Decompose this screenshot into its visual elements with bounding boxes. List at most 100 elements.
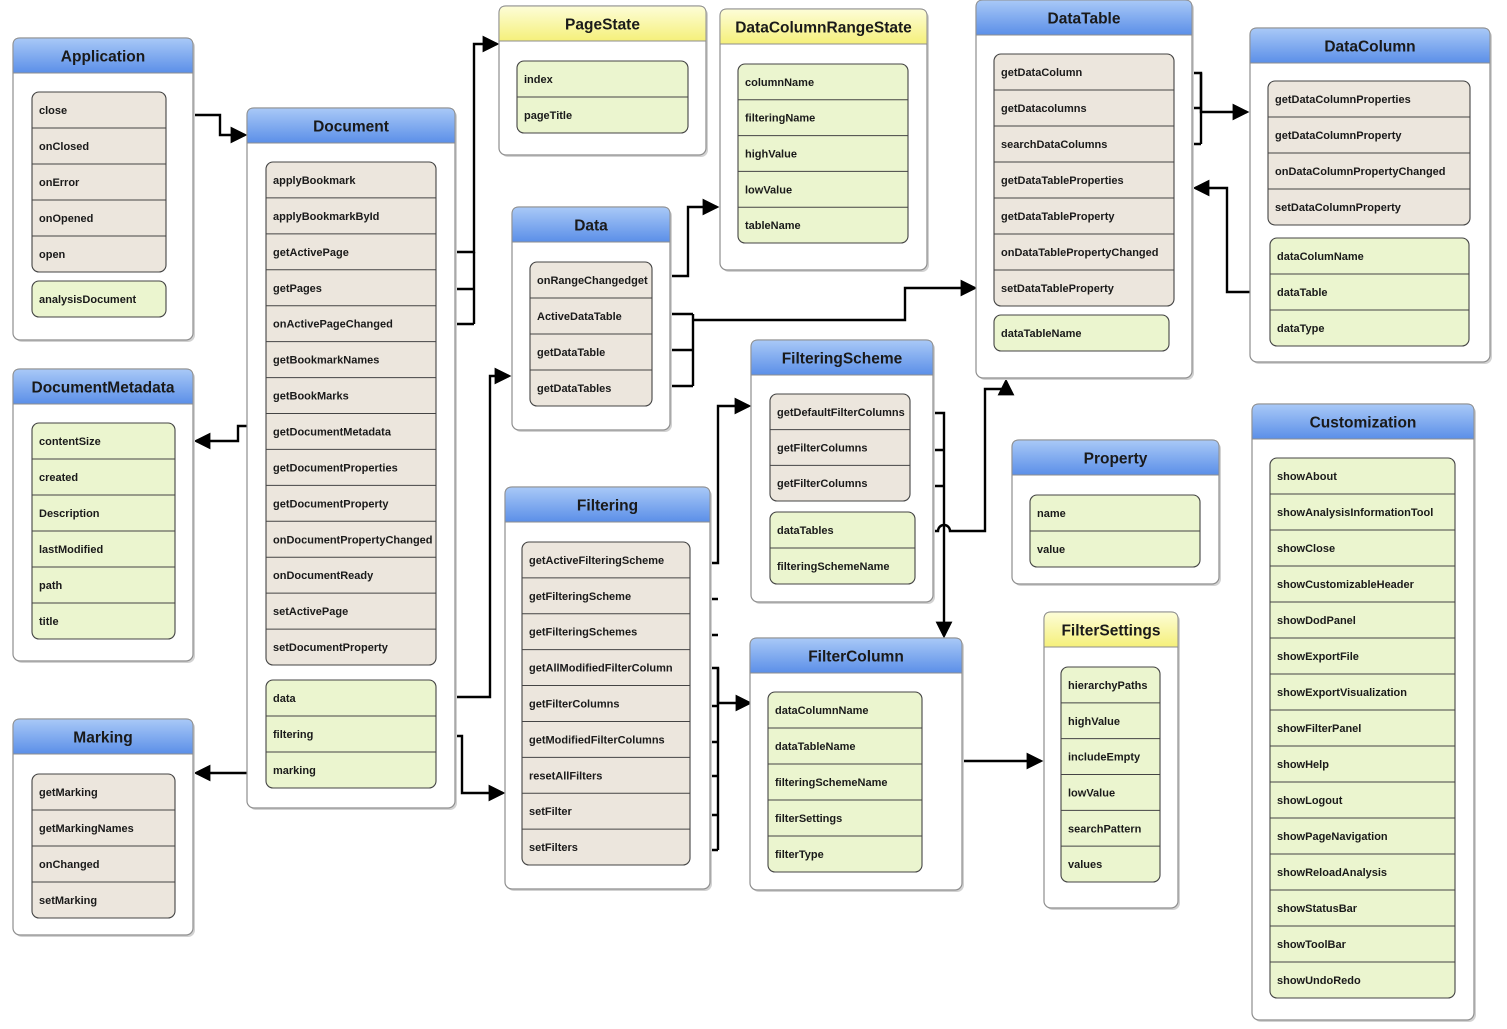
customization-title: Customization [1310, 415, 1417, 432]
customization-property-item: showStatusBar [1277, 903, 1358, 915]
filtersettings-property-item: lowValue [1068, 787, 1115, 799]
filtercolumn-property-item: filteringSchemeName [775, 777, 887, 789]
datacolumn-method-item: getDataColumnProperties [1275, 94, 1411, 106]
documentmetadata-property-item: path [39, 580, 63, 592]
application-property-list [31, 280, 167, 318]
application-class-box: ApplicationcloseonClosedonErroronOpenedo… [12, 37, 195, 342]
filtersettings-header [1043, 611, 1179, 648]
arrow-document-to-data [437, 367, 512, 699]
document-method-item: applyBookmarkById [273, 211, 379, 223]
datacolumnrangestate-property-list [737, 63, 909, 244]
application-method-item: open [39, 249, 66, 261]
filteringscheme-method-item: getFilterColumns [777, 478, 867, 490]
data-title: Data [574, 218, 608, 235]
datacolumnrangestate-property-item: highValue [745, 149, 797, 161]
documentmetadata-title: DocumentMetadata [32, 380, 175, 397]
datatable-method-group: getDataColumngetDatacolumnssearchDataCol… [993, 53, 1175, 307]
customization-property-item: showAnalysisInformationTool [1277, 507, 1433, 519]
filtersettings-title: FilterSettings [1061, 623, 1160, 640]
datacolumnrangestate-property-item: lowValue [745, 184, 792, 196]
filteringscheme-method-list [769, 393, 911, 502]
application-property-group: analysisDocument [31, 280, 167, 318]
data-class-box: DataonRangeChangedgetActiveDataTablegetD… [511, 206, 672, 432]
customization-property-item: showExportFile [1277, 651, 1359, 663]
datatable-header [975, 0, 1193, 36]
document-method-item: getPages [273, 283, 322, 295]
datatable-method-item: getDataColumn [1001, 67, 1083, 79]
document-method-item: getDocumentProperties [273, 462, 398, 474]
datacolumn-property-item: dataColumName [1277, 251, 1364, 263]
documentmetadata-header [12, 368, 194, 405]
customization-property-item: showClose [1277, 543, 1335, 555]
property-property-item: value [1037, 544, 1065, 556]
document-title: Document [313, 119, 389, 136]
datatable-property-item: dataTableName [1001, 328, 1082, 340]
document-method-item: getBookmarkNames [273, 355, 379, 367]
customization-property-item: showReloadAnalysis [1277, 867, 1387, 879]
filtersettings-property-item: hierarchyPaths [1068, 680, 1147, 692]
datacolumnrangestate-property-item: tableName [745, 220, 801, 232]
datacolumnrangestate-property-item: columnName [745, 77, 814, 89]
application-method-item: onOpened [39, 213, 93, 225]
arrow-filteringscheme-to-datatable [915, 378, 1015, 533]
datacolumn-method-group: getDataColumnProperties getDataColumnProp… [1267, 80, 1471, 226]
document-method-item: onDocumentReady [273, 570, 374, 582]
filtering-method-item: getAllModifiedFilterColumn [529, 663, 673, 675]
datatable-title: DataTable [1048, 11, 1121, 28]
customization-class-box: CustomizationshowAboutshowAnalysisInform… [1251, 403, 1476, 1022]
document-header [246, 107, 456, 144]
document-property-item: filtering [273, 729, 313, 741]
data-method-item: ActiveDataTable [537, 311, 622, 323]
datacolumn-property-item: dataType [1277, 323, 1324, 335]
customization-property-item: showHelp [1277, 759, 1329, 771]
customization-property-item: showCustomizableHeader [1277, 579, 1415, 591]
datatable-method-item: searchDataColumns [1001, 139, 1107, 151]
pagestate-header [498, 5, 707, 42]
document-method-item: setDocumentProperty [273, 642, 389, 654]
application-title: Application [61, 49, 145, 66]
documentmetadata-property-item: title [39, 616, 59, 628]
datacolumn-property-list [1269, 237, 1470, 347]
datacolumn-method-item: getDataColumnProperty [1275, 130, 1402, 142]
documentmetadata-property-item: created [39, 472, 78, 484]
filtersettings-property-item: includeEmpty [1068, 752, 1141, 764]
datacolumn-property-item: dataTable [1277, 287, 1328, 299]
filtersettings-class-box: FilterSettingshierarchyPathshighValueinc… [1043, 611, 1180, 910]
datacolumnrangestate-class-box: DataColumnRangeStatecolumnNamefilteringN… [719, 8, 929, 272]
documentmetadata-property-group: contentSizecreatedDescriptionlastModifie… [31, 422, 176, 640]
filtering-method-list [521, 541, 691, 866]
filtering-method-group: getActiveFilteringSchemegetFilteringSche… [521, 541, 691, 866]
filtercolumn-property-item: dataTableName [775, 741, 856, 753]
datatable-method-list [993, 53, 1175, 307]
filtercolumn-header [749, 637, 963, 674]
application-property-item: analysisDocument [39, 294, 137, 306]
filtering-method-item: setFilter [529, 806, 573, 818]
documentmetadata-property-item: lastModified [39, 544, 103, 556]
customization-property-list [1269, 457, 1456, 999]
documentmetadata-property-item: contentSize [39, 436, 101, 448]
documentmetadata-class-box: DocumentMetadatacontentSizecreatedDescri… [12, 368, 195, 663]
document-method-item: onActivePageChanged [273, 319, 393, 331]
pagestate-title: PageState [565, 17, 640, 34]
datacolumnrangestate-property-item: filteringName [745, 113, 815, 125]
document-class-box: Document applyBookmarkapplyBookmarkByIdge… [246, 107, 457, 810]
filteringscheme-method-item: getDefaultFilterColumns [777, 407, 905, 419]
filtersettings-property-item: values [1068, 859, 1102, 871]
document-method-item: getBookMarks [273, 391, 349, 403]
filtercolumn-property-item: dataColumnName [775, 705, 869, 717]
filtering-class-box: FilteringgetActiveFilteringSchemegetFilt… [504, 486, 712, 891]
marking-title: Marking [73, 730, 132, 747]
datacolumn-class-box: DataColumngetDataColumnPropertiesgetData… [1249, 27, 1492, 364]
datacolumn-method-item: setDataColumnProperty [1275, 202, 1402, 214]
document-method-group: applyBookmarkapplyBookmarkByIdgetActiveP… [265, 161, 437, 666]
filteringscheme-property-item: filteringSchemeName [777, 561, 889, 573]
customization-property-item: showDodPanel [1277, 615, 1356, 627]
